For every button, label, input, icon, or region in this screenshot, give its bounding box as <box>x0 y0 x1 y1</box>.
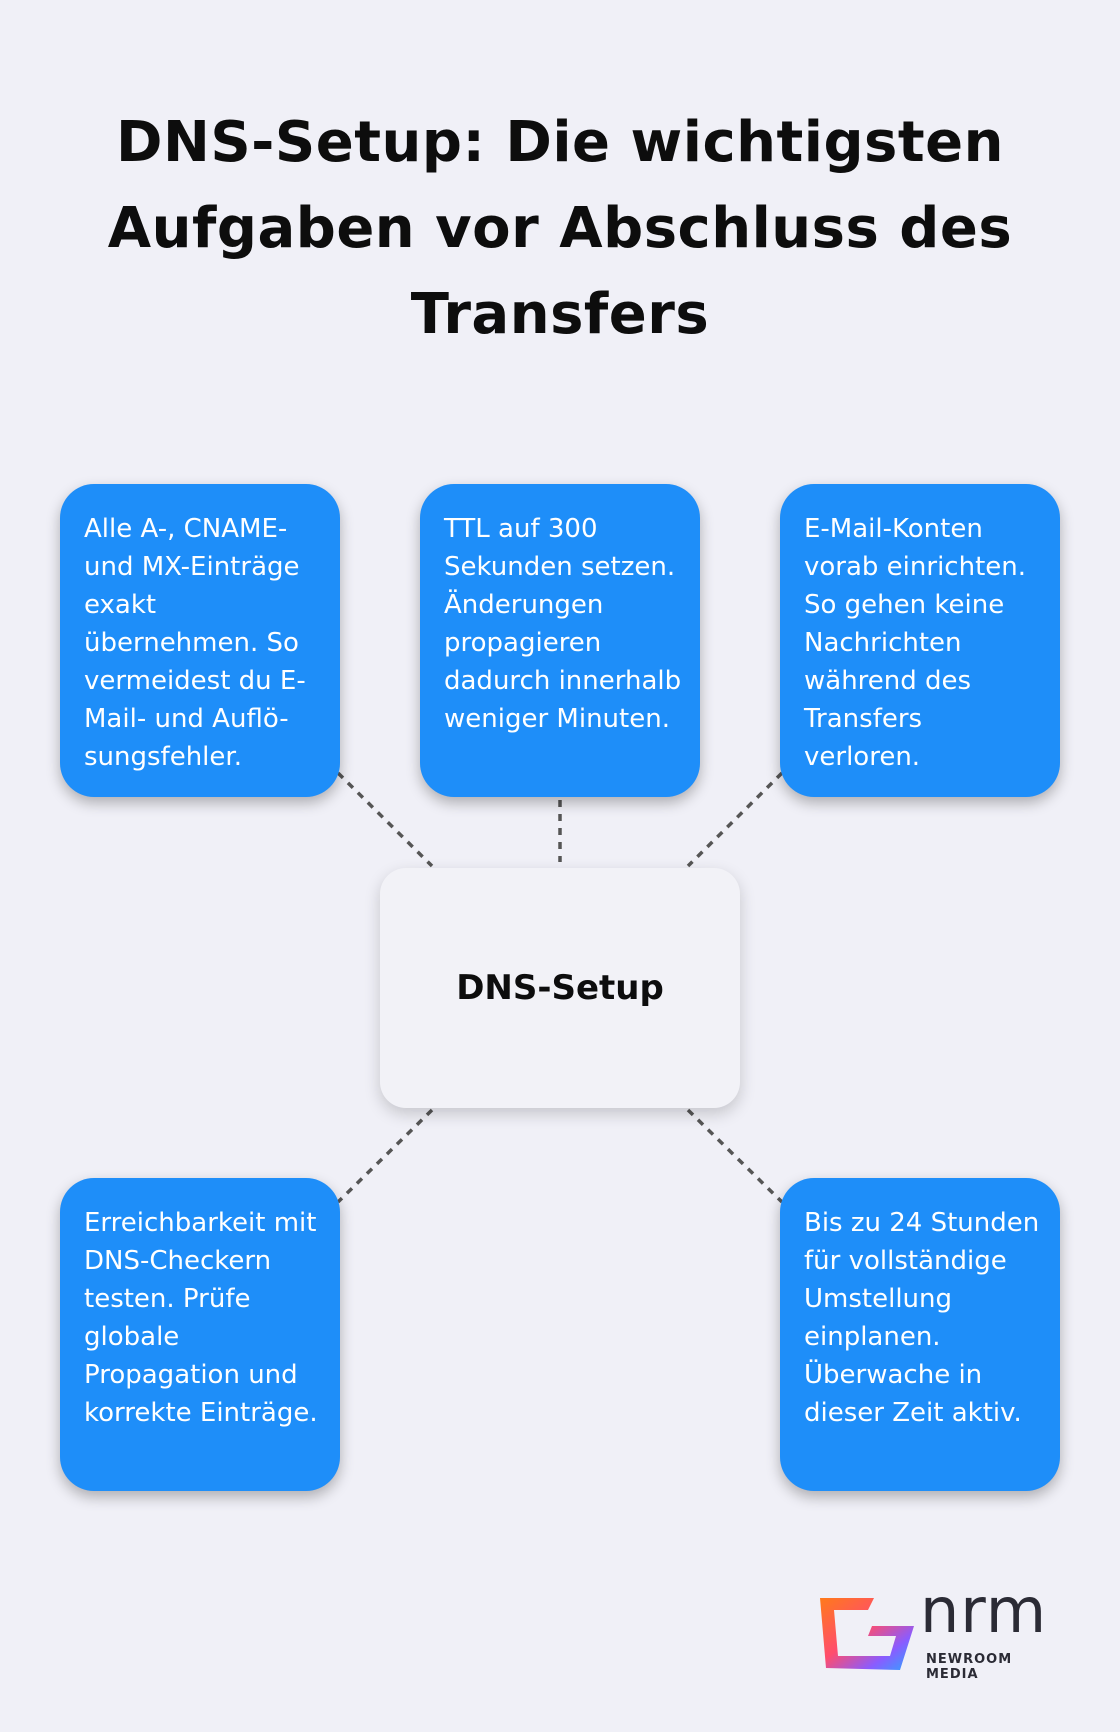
center-label: DNS-Setup <box>456 968 664 1008</box>
connector-top-right <box>686 771 784 868</box>
page-title: DNS-Setup: Die wichtigsten Aufgaben vor … <box>107 110 1013 347</box>
connector-bottom-right <box>686 1108 784 1204</box>
logo-wordmark: nrm <box>920 1574 1048 1647</box>
logo-subtitle: NEWROOM MEDIA <box>926 1652 1013 1682</box>
brand-logo: nrm NEWROOM MEDIA <box>816 1574 1066 1682</box>
task-box-testing: Erreichbarkeit mit DNS-Checkern testen. … <box>60 1178 340 1491</box>
connector-bottom-left <box>336 1108 434 1204</box>
task-box-email: E-Mail-Konten vorab einrichten. So gehen… <box>780 484 1060 797</box>
task-box-ttl: TTL auf 300 Sekunden setzen. Änderungen … <box>420 484 700 797</box>
center-node: DNS-Setup <box>380 868 740 1108</box>
task-text: Alle A-, CNAME- und MX-Einträge exakt üb… <box>84 514 306 772</box>
task-text: TTL auf 300 Sekunden setzen. Änderungen … <box>444 514 682 734</box>
task-box-timeline: Bis zu 24 Stunden für vollständige Umste… <box>780 1178 1060 1491</box>
task-box-ttl-records: Alle A-, CNAME- und MX-Einträge exakt üb… <box>60 484 340 797</box>
task-text: Erreichbarkeit mit DNS-Checkern testen. … <box>84 1208 318 1428</box>
task-text: Bis zu 24 Stunden für vollständige Umste… <box>804 1208 1040 1428</box>
task-text: E-Mail-Konten vorab einrichten. So gehen… <box>804 514 1027 772</box>
nrm-logo-icon <box>820 1598 914 1670</box>
connector-top-left <box>336 771 434 868</box>
